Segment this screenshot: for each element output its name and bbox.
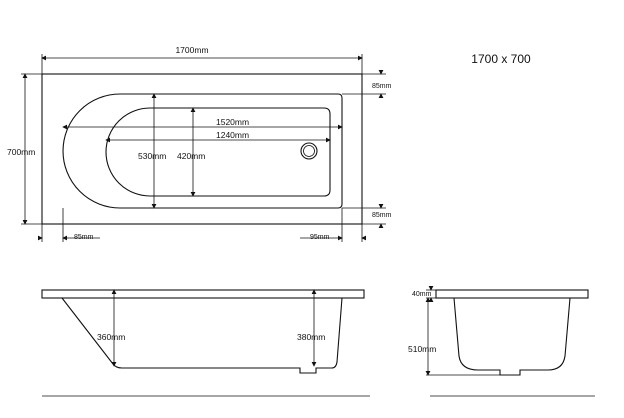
plan-outer-basin	[62, 93, 343, 209]
dim-label-rim-bottom: 85mm	[372, 212, 392, 219]
dim-label-rim-thickness: 40mm	[412, 291, 432, 298]
dim-label-inner-width-outer: 530mm	[138, 151, 166, 161]
dim-label-inner-length-top: 1520mm	[216, 117, 249, 127]
dim-label-inner-length-bottom: 1240mm	[216, 130, 249, 140]
dim-label-rim-right: 95mm	[310, 234, 330, 241]
waste-inner-ring-icon	[303, 145, 315, 157]
dim-label-overall-height: 510mm	[408, 344, 436, 354]
dim-label-inner-width-inner: 420mm	[177, 151, 205, 161]
title-size-label: 1700 x 700	[471, 52, 531, 66]
dim-label-depth-foot: 380mm	[297, 332, 325, 342]
dim-label-rim-top: 85mm	[372, 83, 392, 90]
end-rim	[435, 289, 589, 299]
end-body	[453, 297, 571, 376]
plan-outer-rim	[41, 73, 363, 225]
side-elevation: 360mm 380mm	[41, 289, 370, 397]
waste-outlet-icon	[300, 142, 318, 160]
dim-label-depth-head: 360mm	[97, 332, 125, 342]
dim-label-width: 700mm	[7, 147, 35, 157]
dim-label-rim-left: 85mm	[74, 234, 94, 241]
plan-view: 1700mm 700mm 85mm 85mm 85mm 95mm 1520mm	[7, 45, 392, 242]
end-elevation: 40mm 510mm	[408, 286, 595, 397]
dim-label-length: 1700mm	[175, 45, 208, 55]
side-rim	[41, 289, 365, 299]
